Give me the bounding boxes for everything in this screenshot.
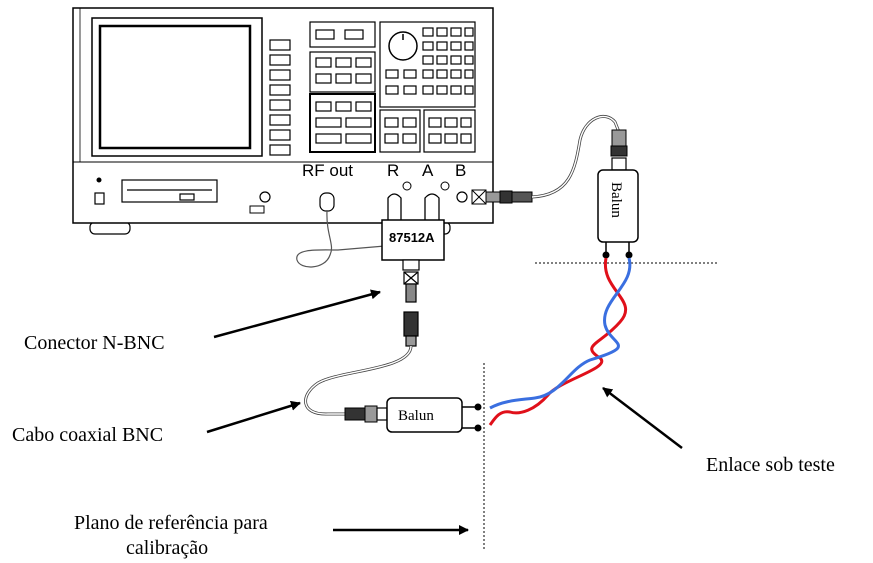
coax-label: Cabo coaxial BNC [12, 424, 163, 446]
rpg-knob-icon [388, 31, 418, 61]
floppy-drive [121, 179, 218, 203]
probe-power-connector-icon [259, 191, 271, 203]
twisted-pair-red [488, 257, 628, 426]
port-a-label: A [422, 161, 434, 180]
n-bnc-connector [403, 271, 419, 347]
rf-out-label: RF out [302, 161, 353, 180]
rf-out-cable [296, 210, 386, 268]
power-splitter: 87512A [381, 193, 445, 271]
marker-block [423, 109, 476, 153]
port-b-adapter [471, 189, 533, 205]
balun-top-label: Balun [608, 182, 624, 218]
network-analyzer: RF out R A B [72, 7, 494, 235]
bnc-plug-bottom [344, 405, 378, 423]
balun-bottom-label: Balun [398, 408, 434, 424]
link-arrow [602, 387, 683, 449]
rf-out-connector-icon [319, 192, 335, 212]
balun-bottom: Balun [376, 397, 482, 433]
twisted-pair-blue [489, 257, 632, 410]
port-r-label: R [387, 161, 399, 180]
balun-top: Balun [597, 157, 639, 259]
bnc-plug-top [610, 129, 628, 157]
ref-plane-label-line1: Plano de referência para [74, 512, 268, 534]
connector-arrow [213, 289, 381, 339]
port-b-connector-icon [456, 191, 468, 203]
port-b-label: B [455, 161, 466, 180]
ref-plane-label-line2: calibração [126, 537, 208, 559]
power-switch-icon [94, 177, 105, 205]
connector-label: Conector N-BNC [24, 332, 165, 354]
coax-arrow [206, 400, 301, 434]
link-label: Enlace sob teste [706, 454, 835, 476]
softkey-column [269, 39, 291, 156]
instrument-state-block [379, 109, 421, 153]
splitter-model-label: 87512A [389, 230, 435, 245]
